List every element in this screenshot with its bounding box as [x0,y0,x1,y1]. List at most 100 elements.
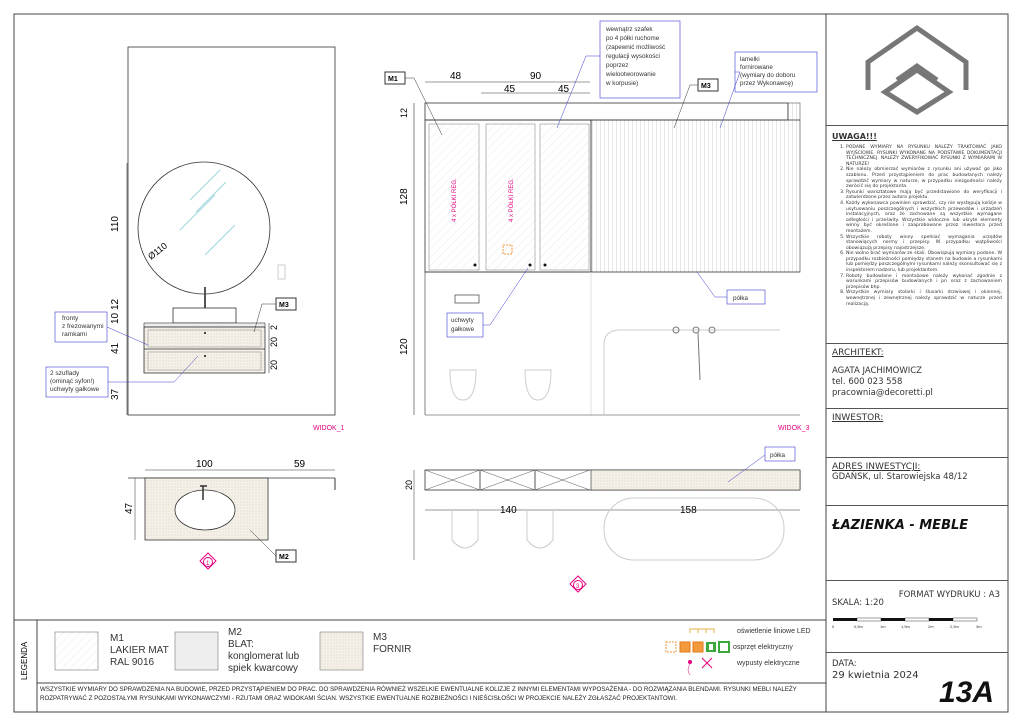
notes-list: PODANE WYMIARY NA RYSUNKU NALEŻY TRAKTOW… [832,145,1002,307]
note-item: Roboty budowlane i montażowe należy wyko… [846,274,1002,291]
svg-text:fronty: fronty [62,315,79,322]
svg-text:0: 0 [832,624,835,629]
architect-name: AGATA JACHIMOWICZ [832,366,923,376]
electrical-fittings-icon [665,641,730,653]
swatch-m3 [319,631,364,671]
note-item: Nie należy obmierzać wymiarów z rysunku … [846,167,1002,189]
tag-m2: M2 [279,554,289,561]
note-item: Wszystkie wymiary stolarki i ślusarki dr… [846,290,1002,307]
svg-text:w korpusie): w korpusie) [605,80,638,87]
note-item: Nie wolno brać wymiarów ze skali. Obowią… [846,251,1002,273]
shelf-label-1: 4 x PÓŁKI REG. [451,178,458,222]
view1-plan [128,469,336,541]
note-drawers: 2 szuflady (ominąć syfon!) uchwyty gałko… [45,355,199,398]
dim-45b: 45 [558,84,570,95]
tag-m3-view3: M3 [701,83,711,90]
dim-top: 2 [269,325,279,330]
address-label: ADRES INWESTYCJI: [832,462,921,472]
scale-bar [833,617,978,622]
svg-text:3: 3 [576,584,580,590]
scale-ticks: 0 0,5m 1m 1,5m 2m 2,5m 3m [832,624,982,629]
svg-text:fornirowane: fornirowane [740,64,773,71]
company-logo [865,24,969,115]
note-lamels: lamelki fornirowane (wymiary do doboru p… [719,51,818,129]
date-value: 29 kwietnia 2024 [832,670,919,681]
dim-plan-20: 20 [404,480,414,490]
svg-text:(wymiary do doboru: (wymiary do doboru [740,72,796,79]
architect-section: ARCHITEKT: AGATA JACHIMOWICZ tel. 600 02… [826,343,1008,408]
svg-text:2m: 2m [928,624,934,629]
svg-text:półka: półka [733,295,749,302]
dim-drawer2: 20 [269,360,279,370]
svg-text:z frezowanymi: z frezowanymi [62,323,104,330]
dim-45a: 45 [504,84,516,95]
dim-drawer1: 20 [269,337,279,347]
legend-m2: M2 BLAT: konglomerat lub spiek kwarcowy [228,627,300,674]
title-section: ŁAZIENKA - MEBLE [826,505,1008,580]
dim-gap-12: 12 [110,298,121,310]
note-shelves: wewnątrz szafek po 4 półki ruchome (zape… [556,20,681,129]
tag-m3-view1: M3 [279,302,289,309]
view3-plan [413,469,801,561]
svg-text:uchwyty gałkowe: uchwyty gałkowe [50,386,100,393]
dim-cabinet: 41 [110,342,121,354]
svg-text:1,5m: 1,5m [901,624,911,629]
svg-text:przez Wykonawcę): przez Wykonawcę) [740,80,793,87]
dim-48: 48 [450,71,462,82]
lamel-panel [590,119,801,273]
view3-marker: 3 [569,575,587,593]
sheet-number: 13A [938,676,994,709]
note-fronts: fronty z frezowanymi ramkami [54,311,149,346]
svg-text:0,5m: 0,5m [854,624,864,629]
svg-text:2 szuflady: 2 szuflady [50,370,80,377]
svg-text:1: 1 [206,561,210,567]
tag-m1: M1 [388,76,398,83]
svg-text:wewnątrz szafek: wewnątrz szafek [605,26,653,33]
view3-label: WIDOK_3 [778,425,810,432]
note-item: PODANE WYMIARY NA RYSUNKU NALEŻY TRAKTOW… [846,145,1002,167]
view1-elevation [126,46,336,416]
led-icon [689,628,715,633]
dim-12: 12 [399,108,409,118]
svg-text:2,5m: 2,5m [950,624,960,629]
investor-label: INWESTOR: [832,413,884,423]
legend-footer-note: WSZYSTKIE WYMIARY DO SPRAWDZENIA NA BUDO… [40,686,797,702]
electrical-outlet-icon [687,657,713,676]
architect-phone: tel. 600 023 558 [832,377,903,387]
dim-158: 158 [680,505,697,516]
svg-text:lamelki: lamelki [740,56,760,63]
notes-section: UWAGA!!! PODANE WYMIARY NA RYSUNKU NALEŻ… [826,125,1008,343]
svg-text:ramkami: ramkami [62,331,87,338]
note-shelf-plan: półka [727,446,796,483]
svg-text:poprzez: poprzez [606,62,628,69]
architect-label: ARCHITEKT: [832,348,884,358]
dim-120: 120 [399,338,410,355]
scale-label: SKALA: 1:20 [832,598,884,608]
legend-outlets: wypusty elektryczne [737,660,800,667]
address-section: ADRES INWESTYCJI: GDAŃSK, ul. Starowiejs… [826,457,1008,505]
swatch-m2 [174,631,219,671]
dim-plan-depth: 47 [124,502,135,514]
note-item: Rysunki warsztatowe mają być przedstawio… [846,190,1002,201]
legend-led: oświetlenie liniowe LED [737,628,811,635]
svg-text:uchwyty: uchwyty [451,317,475,324]
dim-90: 90 [530,71,542,82]
round-mirror [137,161,271,295]
notes-title: UWAGA!!! [832,132,877,141]
legend-m3: M3 FORNIR [373,632,412,655]
title-block: UWAGA!!! PODANE WYMIARY NA RYSUNKU NALEŻ… [826,0,1008,712]
dim-mirror-height: 110 [110,216,121,232]
legend-m1: M1 LAKIER MAT RAL 9016 [110,633,169,668]
architect-email: pracownia@decoretti.pl [832,388,933,398]
dim-gap-10: 10 [110,312,121,324]
dim-floor: 37 [110,388,121,400]
svg-text:wielootworowanie: wielootworowanie [605,71,656,78]
svg-text:regulacji wysokości: regulacji wysokości [606,53,660,60]
scale-section: SKALA: 1:20 FORMAT WYDRUKU : A3 [826,580,1008,652]
legend-title: LEGENDA [20,641,29,680]
drawing-title: ŁAZIENKA - MEBLE [832,518,969,533]
dim-140: 140 [500,505,517,516]
date-label: DATA: [832,659,857,669]
shelf-label-2: 4 x PÓŁKI REG. [508,178,515,222]
